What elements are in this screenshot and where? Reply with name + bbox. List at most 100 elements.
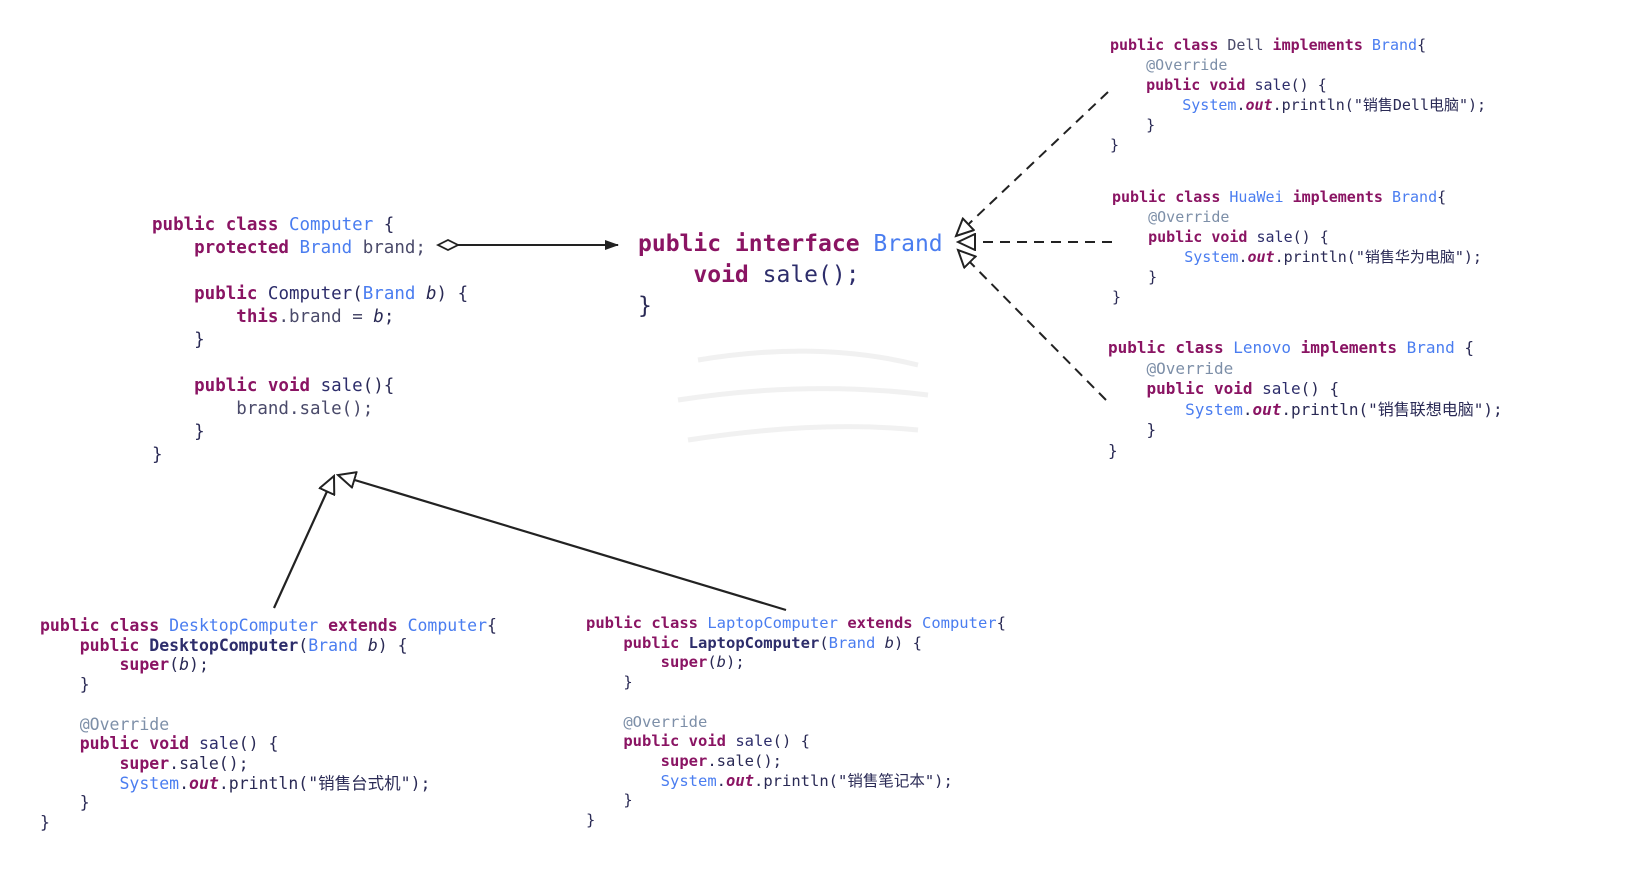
code-line: super(b); (586, 653, 1006, 673)
code-token: } (586, 791, 633, 810)
lenovo-class-code: public class Lenovo implements Brand { @… (1108, 338, 1503, 462)
code-token: public (586, 633, 689, 652)
code-token: } (40, 793, 90, 813)
code-line: } (586, 791, 1006, 811)
code-token: super (40, 655, 170, 675)
dell-class-code: public class Dell implements Brand{ @Ove… (1110, 35, 1486, 155)
code-token: out (1252, 399, 1282, 419)
code-token: sale (735, 732, 773, 751)
code-token: ( (819, 633, 829, 652)
code-line: @Override (1108, 359, 1503, 380)
code-token: sale (1254, 76, 1291, 94)
code-token: @Override (40, 714, 170, 734)
code-token: ; (383, 307, 395, 327)
code-token: super (586, 653, 708, 672)
code-token: @Override (586, 712, 708, 731)
code-line: } (1110, 135, 1486, 155)
code-token: public void (152, 376, 321, 396)
code-token: } (1108, 420, 1157, 440)
code-token: public (152, 284, 268, 304)
code-line: } (40, 813, 497, 833)
code-line: public DesktopComputer(Brand b) { (40, 636, 497, 656)
code-token: sale(); (762, 262, 860, 288)
dell-realization-arrow (956, 91, 1109, 236)
code-line: super.sale(); (40, 754, 497, 774)
code-token: HuaWei (1229, 188, 1284, 206)
code-line: } (152, 329, 468, 352)
brand-interface-code: public interface Brand void sale();} (638, 229, 943, 322)
code-line: } (1112, 267, 1482, 287)
code-token: brand; (352, 238, 426, 258)
code-line: } (152, 444, 468, 467)
code-token: Brand (1406, 338, 1455, 357)
code-line: void sale(); (638, 260, 943, 291)
code-line: protected Brand brand; (152, 237, 468, 260)
code-token: @Override (1108, 358, 1234, 378)
laptop-inheritance-arrow (338, 475, 787, 612)
code-line: public class Computer { (152, 214, 468, 237)
code-token: DesktopComputer (149, 635, 299, 655)
code-token: extends (837, 614, 922, 632)
code-token: { (1454, 338, 1475, 357)
code-token: public void (1112, 228, 1257, 246)
code-line: } (1108, 441, 1503, 462)
code-token: (){ (362, 376, 395, 396)
code-token: public class (1110, 36, 1228, 54)
code-line: public Computer(Brand b) { (152, 283, 468, 306)
code-token: System (586, 771, 717, 790)
code-token: .brand = (278, 307, 374, 327)
code-token: Computer (921, 614, 997, 632)
code-token: b (373, 307, 384, 327)
code-token: ) { (894, 633, 922, 652)
code-line: public void sale(){ (152, 375, 468, 398)
code-line: public class Lenovo implements Brand { (1108, 338, 1503, 359)
code-token: b (716, 653, 727, 672)
code-token: ( (169, 655, 180, 675)
code-token: Brand (828, 633, 876, 652)
code-token: public interface (638, 231, 874, 257)
code-token: out (189, 773, 219, 793)
code-line: public class HuaWei implements Brand{ (1112, 187, 1482, 207)
code-line: System.out.println("销售华为电脑"); (1112, 247, 1482, 267)
code-token: } (1108, 440, 1118, 460)
code-token: ( (298, 635, 309, 655)
code-token: { (1417, 36, 1427, 54)
code-line: } (40, 675, 497, 695)
code-token: @Override (1110, 56, 1228, 74)
code-line: public void sale() { (1112, 227, 1482, 247)
code-line: } (1108, 420, 1503, 441)
code-line: @Override (1112, 207, 1482, 227)
code-token: . (179, 773, 190, 793)
code-token: .println("销售华为电脑"); (1274, 248, 1482, 266)
code-token: System (1112, 248, 1239, 266)
code-token: super (40, 753, 170, 773)
code-token: } (586, 811, 596, 830)
code-token: Computer (407, 616, 488, 635)
code-token: public void (586, 732, 736, 751)
code-token: () { (772, 732, 810, 751)
code-line: this.brand = b; (152, 306, 468, 329)
code-token: () { (1300, 379, 1340, 399)
code-token: () { (238, 734, 279, 754)
code-token: sale (320, 376, 363, 396)
code-line: } (1112, 287, 1482, 307)
code-token: System (40, 773, 180, 793)
code-token: out (1247, 248, 1275, 266)
code-line: } (152, 421, 468, 444)
code-token: } (40, 813, 50, 833)
code-token: Lenovo (1233, 338, 1292, 357)
computer-class-code: public class Computer { protected Brand … (152, 214, 468, 467)
code-token: public void (40, 734, 199, 754)
code-token: } (1112, 288, 1122, 306)
aggregation-diamond (435, 238, 461, 252)
desktop-computer-class-code: public class DesktopComputer extends Com… (40, 616, 497, 833)
code-token: .println("销售联想电脑"); (1281, 399, 1503, 419)
code-token: Brand (1391, 188, 1438, 206)
code-token: System (1108, 399, 1243, 419)
code-line: } (40, 793, 497, 813)
code-token: Brand (873, 231, 943, 257)
code-token: { (373, 215, 395, 235)
code-token: .println("销售Dell电脑"); (1272, 96, 1487, 114)
code-token: Brand (308, 635, 358, 655)
code-token: ) { (436, 284, 469, 304)
